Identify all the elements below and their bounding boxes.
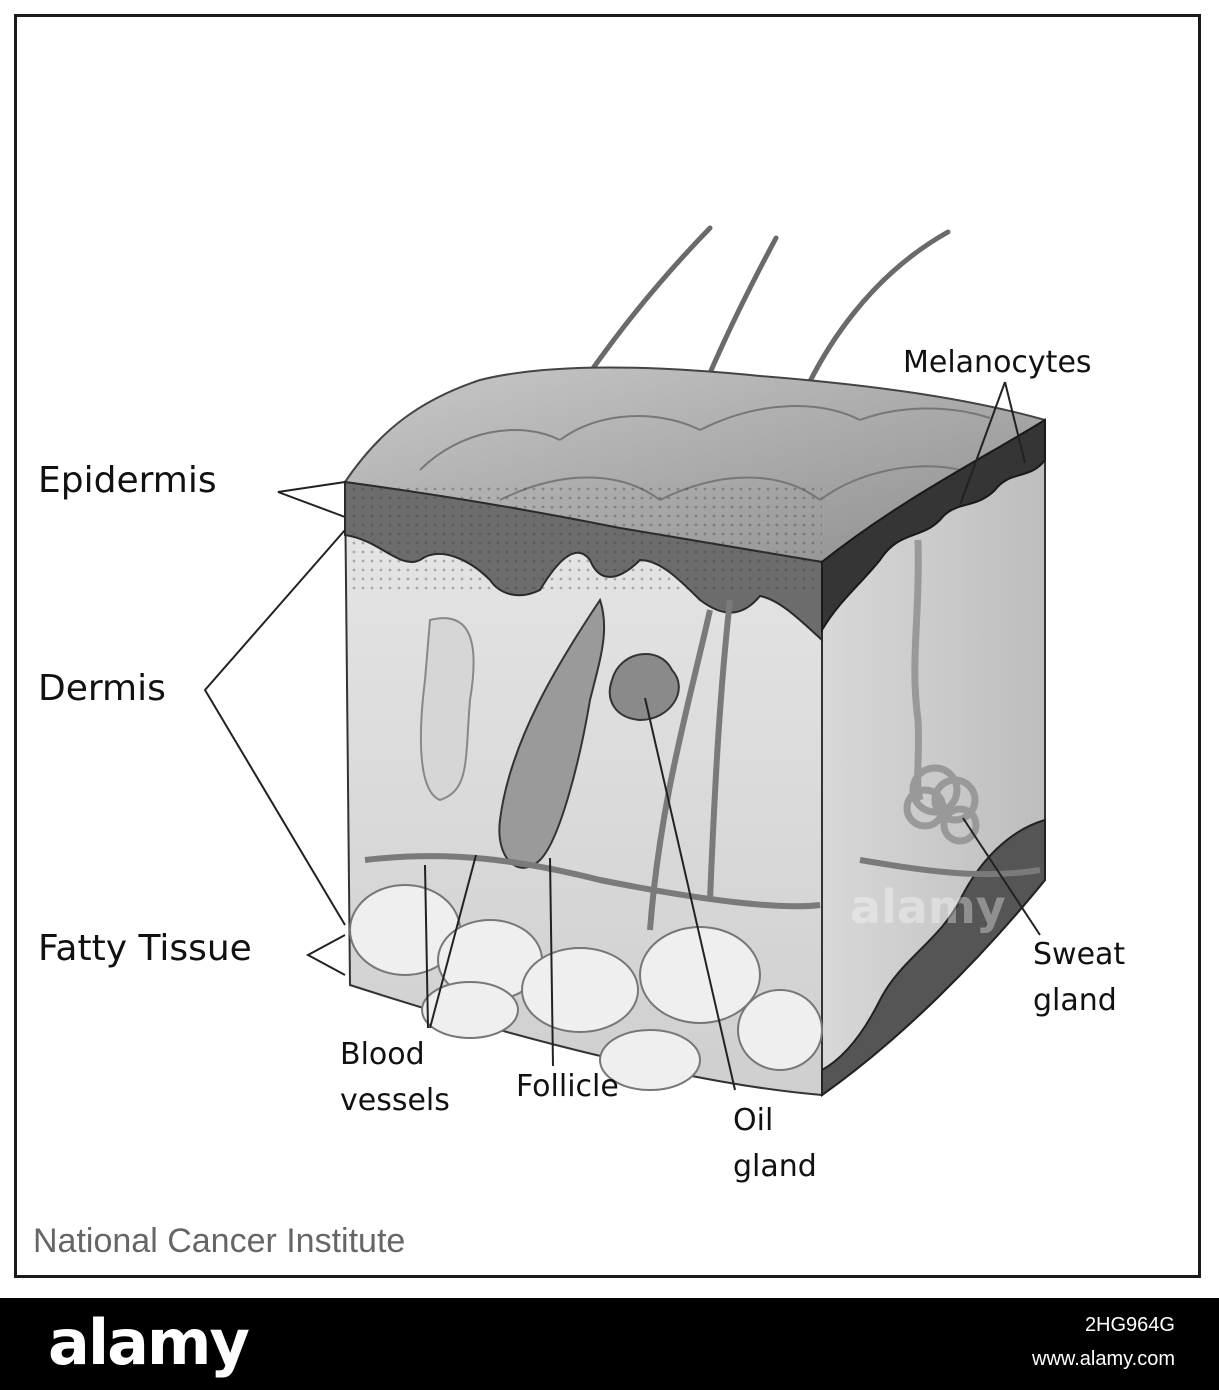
dermis-bracket [203, 529, 346, 926]
label-sweat-gland: Sweat gland [1033, 937, 1126, 1018]
blood-vessels-line-2 [429, 854, 477, 1029]
site-url: www.alamy.com [1032, 1348, 1175, 1370]
label-epidermis: Epidermis [38, 460, 217, 501]
epidermis-bracket [277, 481, 346, 518]
label-blood-vessels: Blood vessels [340, 1037, 450, 1118]
hair-follicle [498, 597, 606, 869]
melanocytes-line-2 [1004, 381, 1026, 464]
oil-gland-shape [608, 653, 680, 722]
skin-cross-section-illustration [203, 225, 1046, 1097]
watermark: alamy [850, 880, 1006, 934]
label-fatty-tissue: Fatty Tissue [38, 928, 252, 969]
alamy-logo: alamy [48, 1306, 250, 1379]
label-dermis: Dermis [38, 668, 166, 709]
leader-lines [203, 381, 1041, 1091]
blood-vessels-line-1 [424, 864, 429, 1029]
sweat-gland-line [962, 817, 1041, 936]
blood-vessels [364, 599, 1041, 931]
stock-footer-bar: alamy 2HG964G www.alamy.com [0, 1298, 1219, 1390]
melanocytes-line-1 [959, 381, 1006, 506]
epidermis-dots-front [345, 485, 822, 595]
label-follicle: Follicle [516, 1069, 619, 1104]
fatty-tissue-lobules [349, 884, 823, 1091]
erector-muscle [419, 617, 475, 802]
label-melanocytes: Melanocytes [903, 345, 1092, 380]
oil-gland-line [644, 697, 736, 1091]
follicle-line [549, 857, 554, 1067]
sweat-gland-coil [903, 539, 980, 845]
image-id: 2HG964G [1084, 1314, 1175, 1336]
label-oil-gland: Oil gland [733, 1103, 817, 1184]
fatty-tissue-bracket [305, 934, 346, 976]
epidermis-band-side [821, 418, 1046, 634]
credit-line: National Cancer Institute [33, 1222, 406, 1260]
